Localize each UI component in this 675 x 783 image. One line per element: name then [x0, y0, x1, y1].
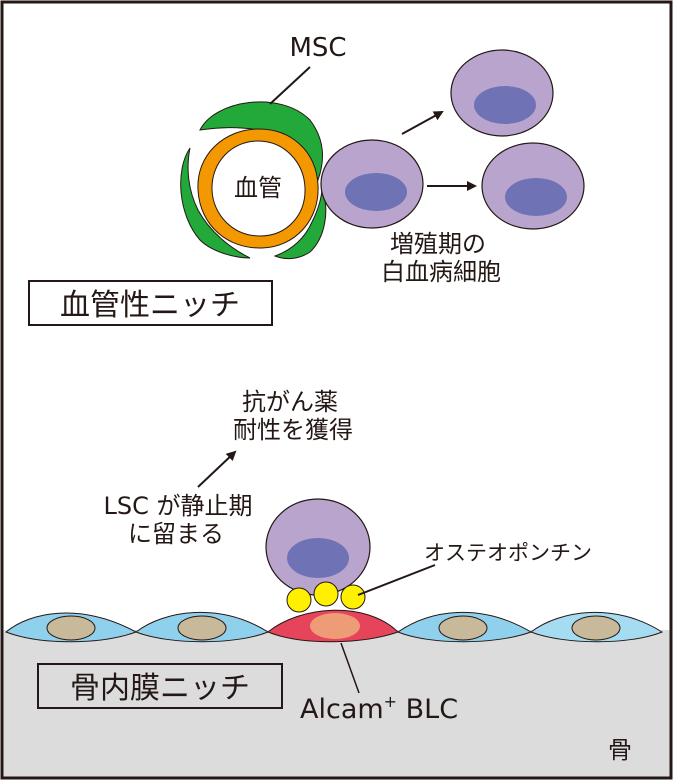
osteopontin-molecules — [286, 581, 366, 613]
msc-cell-top — [199, 101, 323, 182]
proliferating-cell-center — [320, 139, 424, 229]
osteopontin-pointer-line — [357, 564, 436, 596]
proliferating-label-line2: 白血病細胞 — [381, 258, 501, 286]
msc-pointer-line — [269, 66, 311, 105]
vascular-niche-box — [28, 280, 273, 326]
endosteal-niche-box — [37, 663, 283, 709]
osteopontin-2 — [313, 581, 339, 607]
proliferating-cell-upper — [450, 49, 554, 137]
bone-label: 骨 — [608, 736, 632, 764]
leukemia-stem-cell — [265, 498, 371, 596]
msc-label: MSC — [289, 33, 346, 63]
osteopontin-label: オステオポンチン — [424, 541, 592, 565]
msc-cell-right — [273, 189, 327, 260]
vessel-endothelium — [197, 128, 319, 249]
osteoblast-2 — [134, 611, 270, 643]
blood-vessel: 血管 — [180, 101, 327, 260]
blc-pointer-line — [340, 642, 360, 694]
vascular-niche-label: 血管性ニッチ — [60, 288, 240, 323]
resistance-arrow — [197, 450, 237, 488]
vessel-label: 血管 — [234, 174, 282, 202]
msc-cell-left — [180, 147, 251, 259]
blc-label-sup: + — [384, 692, 397, 711]
lsc-quiescent-line1: LSC が静止期 — [104, 492, 253, 520]
osteopontin-3 — [340, 584, 366, 610]
blc-label: Alcam+ BLC — [300, 692, 458, 725]
drug-resistance-line1: 抗がん薬 — [242, 388, 338, 416]
proliferating-cell-lower — [481, 142, 585, 230]
alcam-blc-cell — [267, 609, 399, 643]
blc-label-suffix: BLC — [397, 694, 458, 725]
osteoblast-4 — [529, 611, 664, 643]
blc-label-name: Alcam — [300, 694, 384, 725]
osteoblast-3 — [396, 611, 533, 643]
endosteal-niche-label: 骨内膜ニッチ — [70, 671, 250, 706]
osteoblast-1 — [5, 612, 138, 643]
lsc-quiescent-line2: に留まる — [128, 520, 224, 548]
proliferating-label-line1: 増殖期の — [390, 230, 486, 258]
osteopontin-1 — [286, 587, 312, 613]
division-arrow-up — [401, 111, 444, 135]
drug-resistance-line2: 耐性を獲得 — [233, 416, 353, 444]
